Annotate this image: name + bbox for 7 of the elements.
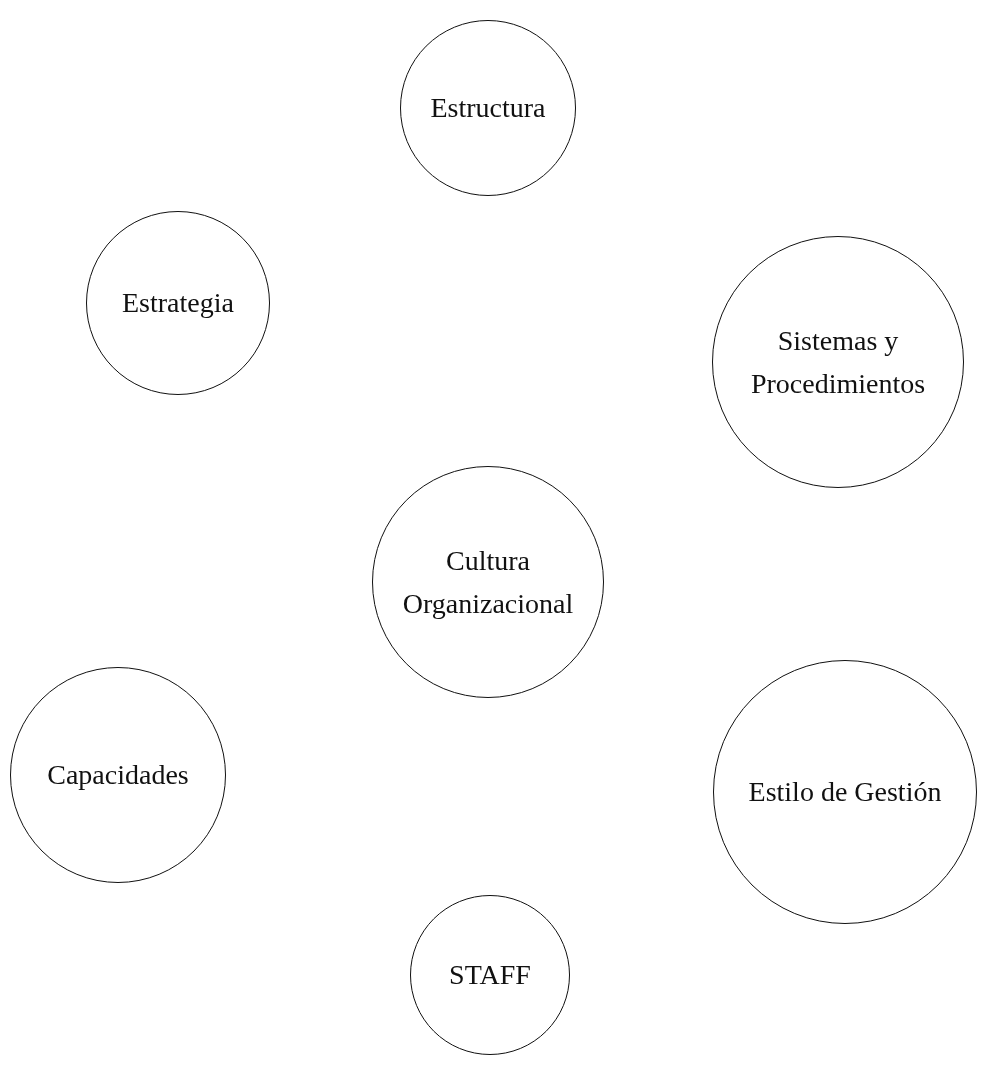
node-label: Estilo de Gestión <box>747 775 943 810</box>
node-label: Estructura <box>429 91 547 126</box>
node-label: Cultura Organizacional <box>401 543 575 621</box>
node-label: Sistemas y Procedimientos <box>749 323 927 401</box>
node-label: STAFF <box>448 958 532 993</box>
node-label: Estrategia <box>121 286 235 321</box>
node-label: Capacidades <box>46 758 190 793</box>
